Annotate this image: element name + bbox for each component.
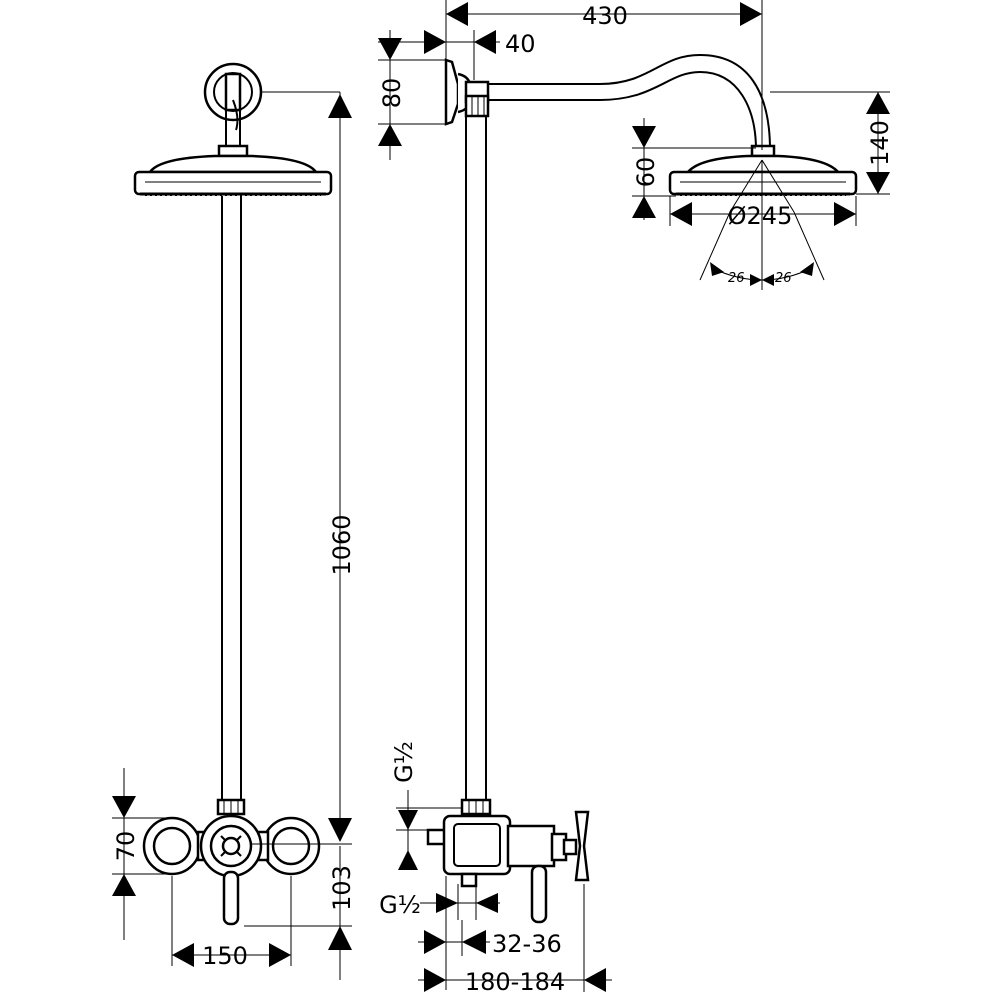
dim-wall-offset: [378, 30, 500, 80]
dim-arm-length: [445, 0, 763, 150]
side-wall-flange: [444, 58, 490, 126]
label-head-thickness: 60: [632, 157, 660, 188]
label-connector-spacing: 150: [202, 942, 248, 970]
dim-mixer-height: [112, 768, 168, 940]
dim-head-thickness: [632, 118, 756, 220]
side-view: 430 40 80 140: [378, 0, 894, 996]
side-mixer-body: [426, 798, 590, 924]
dim-inlet-thread-top: [396, 790, 462, 870]
label-wall-offset: 40: [505, 30, 536, 58]
dim-flange-height: [378, 30, 446, 160]
dim-inlet-thread-bottom: [420, 884, 500, 920]
front-view: 1060 103 70 150: [112, 62, 356, 980]
dim-connector-spacing: [171, 876, 292, 967]
front-mixer-body: [142, 798, 321, 926]
label-flange-height: 80: [378, 78, 406, 109]
label-head-height: 140: [866, 120, 894, 166]
side-shower-head: [668, 144, 858, 213]
label-inlet-thread-top: G½: [390, 741, 418, 783]
side-main-riser: [465, 116, 487, 800]
dim-wall-depth-small: [418, 876, 490, 990]
label-head-diameter: Ø245: [728, 202, 793, 230]
label-wall-depth-large: 180-184: [465, 968, 565, 996]
front-shower-head: [133, 144, 333, 196]
dim-head-diameter: [669, 196, 857, 226]
label-mixer-height: 70: [112, 831, 140, 862]
label-spray-angle-right: 26: [775, 271, 792, 286]
label-outlet-height: 103: [328, 865, 356, 911]
front-wall-flange: [203, 62, 263, 131]
dim-wall-depth-large: [418, 884, 612, 992]
label-inlet-thread-bottom: G½: [379, 891, 421, 919]
front-main-riser: [221, 196, 242, 800]
label-spray-angle-left: 26: [728, 271, 745, 286]
label-arm-length: 430: [582, 2, 628, 30]
dim-spray-angle: [699, 211, 825, 290]
label-wall-depth-small: 32-36: [492, 930, 562, 958]
dim-head-height: [770, 91, 890, 195]
label-total-height: 1060: [328, 514, 356, 575]
front-upper-riser: [225, 110, 241, 148]
dim-outlet-height: [244, 846, 352, 980]
side-shower-arm: [488, 53, 771, 151]
dim-total-height: [250, 91, 352, 845]
